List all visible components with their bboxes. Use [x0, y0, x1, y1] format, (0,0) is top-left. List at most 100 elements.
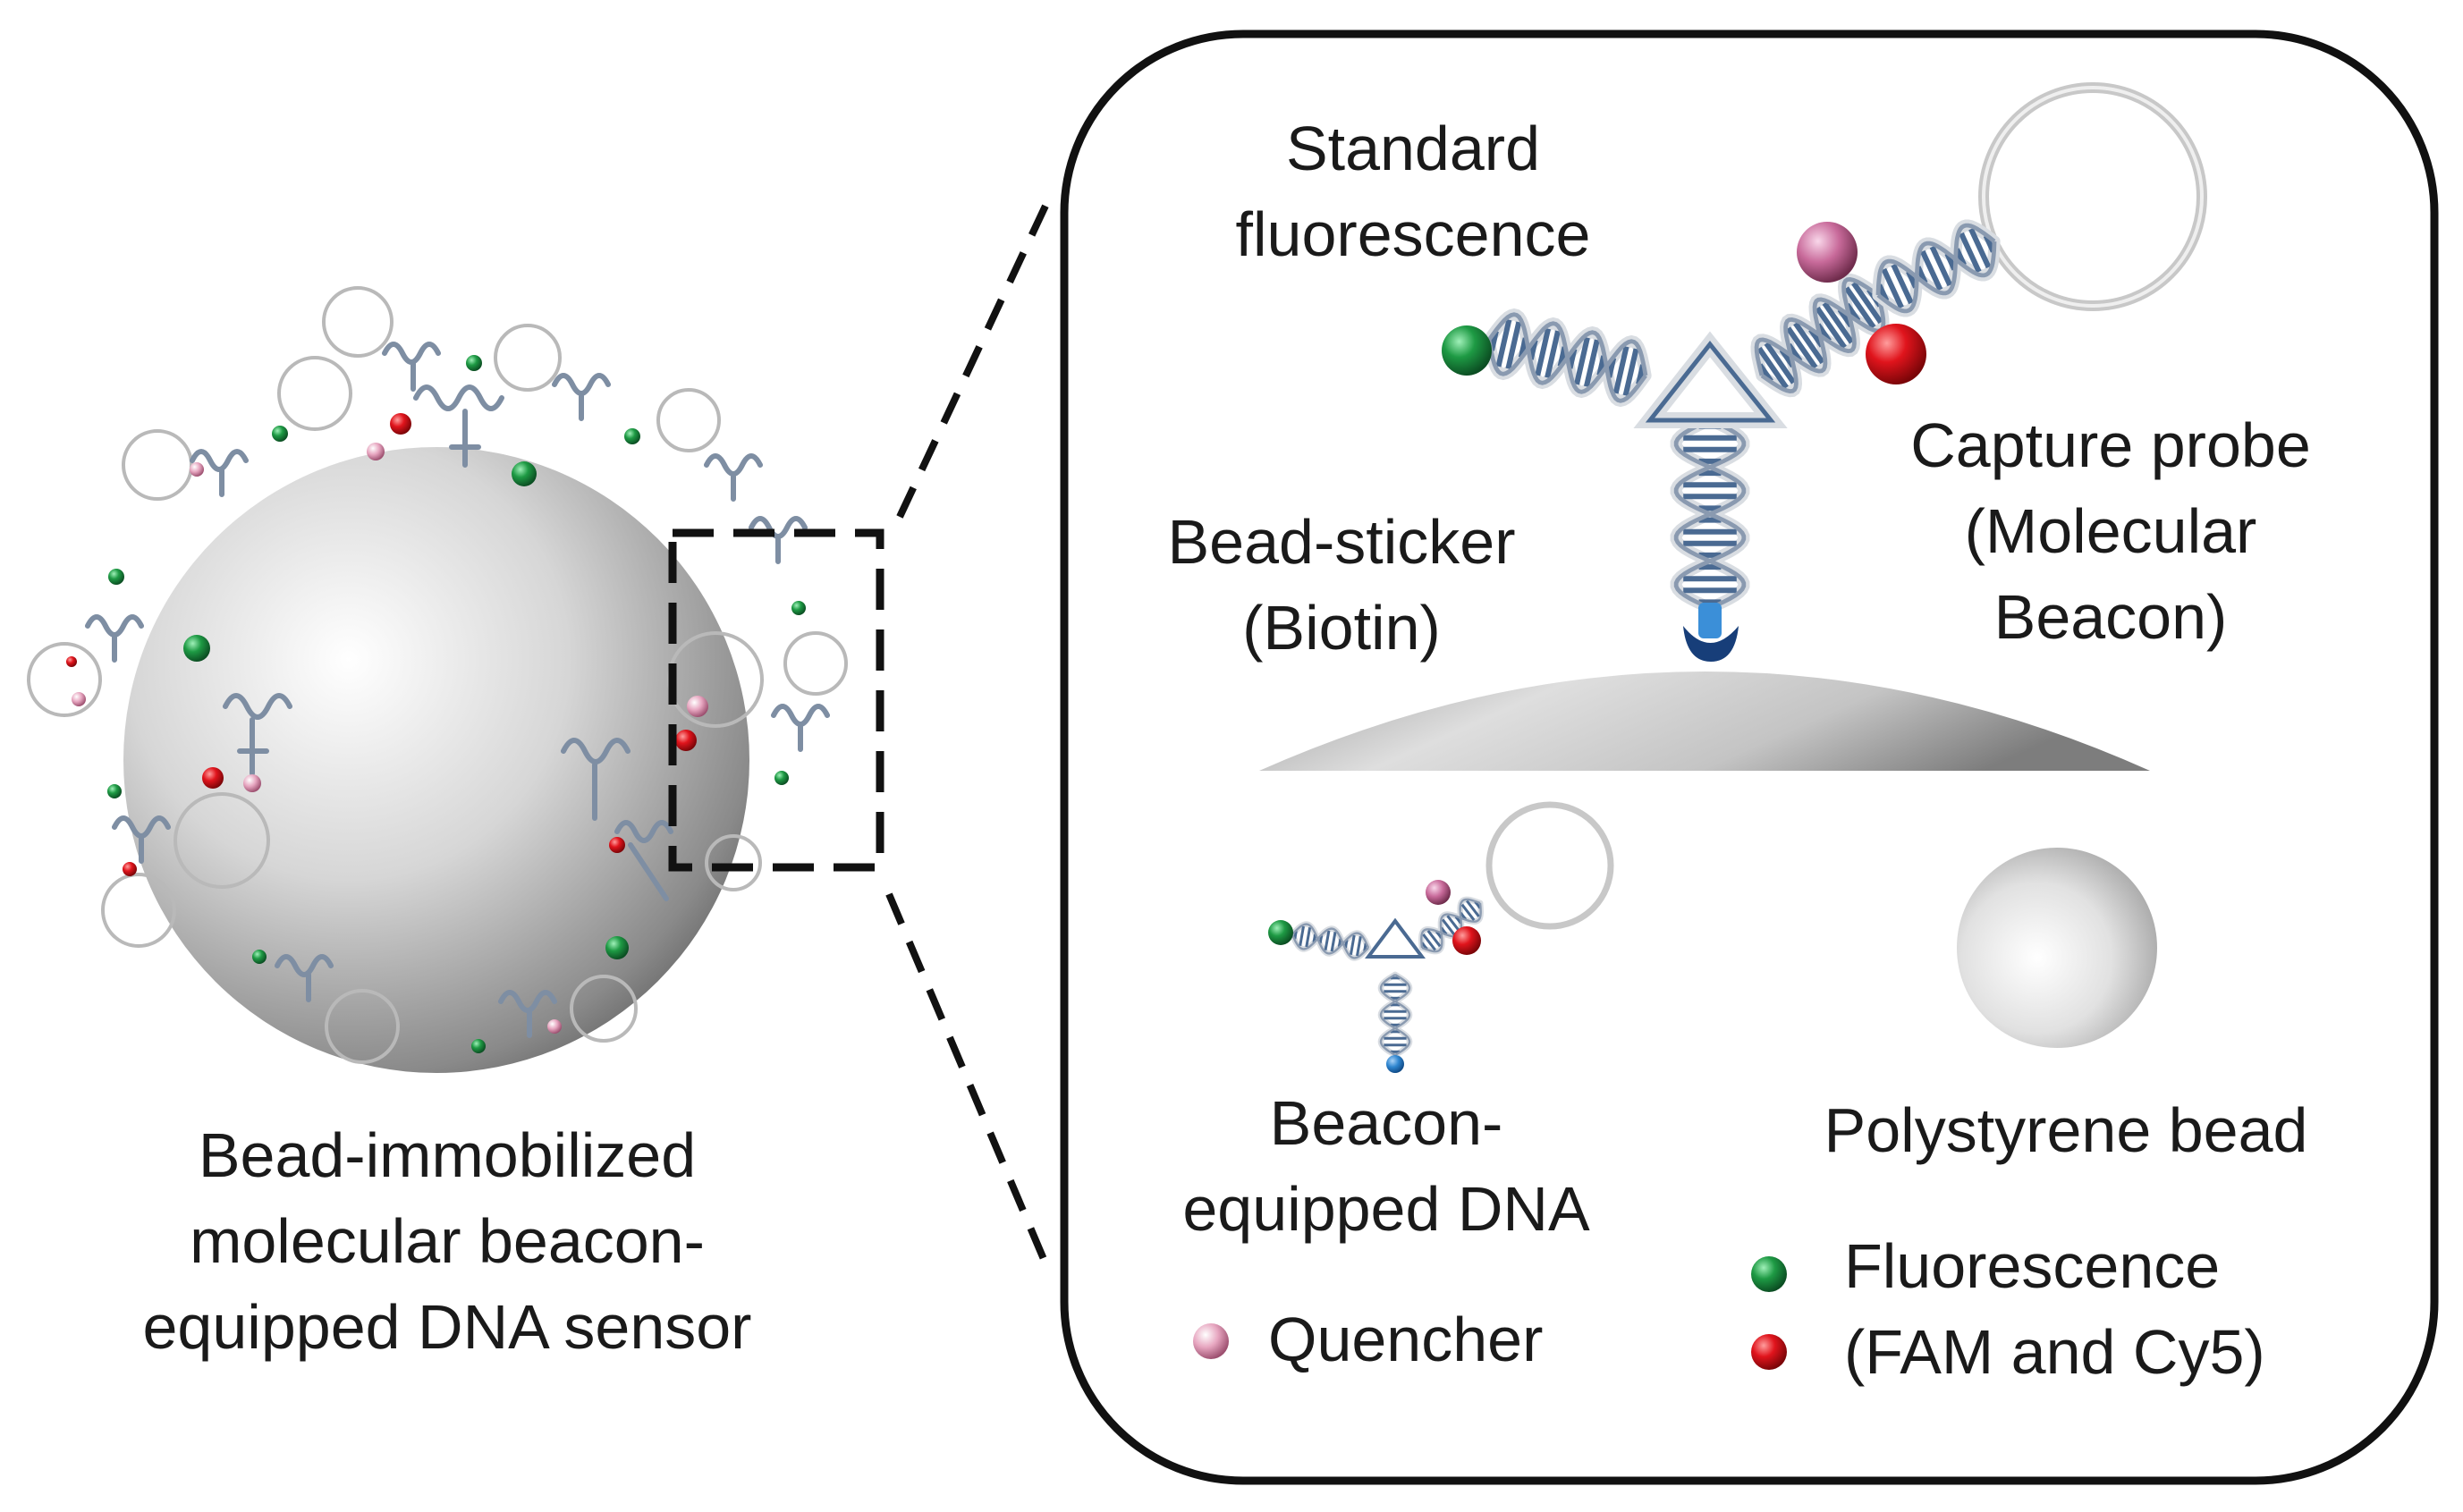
- bead-sticker-label: Bead-sticker (Biotin): [1109, 499, 1574, 671]
- dna-base-pair: [1622, 348, 1639, 396]
- dna-base-pair: [1460, 903, 1476, 922]
- legend-beacon-quencher: [1426, 880, 1451, 905]
- capture-probe-line-2: (Molecular: [1964, 496, 2257, 566]
- dna-base-pair: [1851, 281, 1883, 325]
- legend-beacon-fam: [1268, 920, 1293, 945]
- capture-probe-label: Capture probe (Molecular Beacon): [1860, 402, 2361, 660]
- capture-probe-line-3: Beacon): [1993, 582, 2228, 652]
- dna-base-pair: [1318, 934, 1324, 944]
- dna-base-pair: [1919, 249, 1943, 291]
- dna-base-pair: [1474, 900, 1482, 909]
- bead-surface-closeup: [1259, 672, 2150, 771]
- dna-base-pair: [1574, 337, 1590, 385]
- dna-base-pair: [1343, 939, 1349, 949]
- dna-base-pair: [1495, 319, 1512, 367]
- polystyrene-bead-label: Polystyrene bead: [1824, 1095, 2308, 1165]
- dna-base-pair: [1324, 930, 1331, 950]
- dna-base-pair: [1505, 321, 1522, 369]
- dna-base-pair: [1460, 912, 1467, 921]
- dna-base-pair: [1815, 306, 1847, 350]
- dna-base-pair: [1312, 933, 1317, 943]
- beacon-dna-line-1: Beacon-: [1269, 1088, 1503, 1158]
- legend-beacon-biotin: [1386, 1055, 1404, 1073]
- dna-base-pair: [1426, 929, 1442, 948]
- quencher-closeup: [1797, 222, 1858, 283]
- dna-backbone-outline: [1291, 923, 1370, 955]
- dna-base-pair: [1756, 346, 1789, 390]
- bead-surface-labels: [66, 355, 806, 1053]
- dna-base-pair: [1420, 942, 1428, 950]
- quencher-legend-dot: [1193, 1323, 1229, 1359]
- legend-beacon-loop: [1485, 801, 1614, 930]
- three-way-junction-outline: [1645, 340, 1776, 423]
- dna-base-pair: [1793, 321, 1825, 365]
- dna-backbone-outline: [1291, 927, 1369, 959]
- dna-base-pair: [1356, 936, 1362, 957]
- dna-backbone-outline: [1875, 223, 1996, 296]
- dna-base-pair: [1786, 326, 1818, 369]
- standard-fluorescence-line-2: fluorescence: [1235, 199, 1591, 269]
- fluorescence-label: Fluorescence (FAM and Cy5): [1844, 1223, 2399, 1395]
- dna-backbone-outline: [1379, 973, 1411, 1057]
- dna-base-pair: [1881, 267, 1904, 309]
- beacon-dna-label: Beacon- equipped DNA: [1136, 1080, 1637, 1252]
- dna-base-pair: [1612, 346, 1629, 394]
- fluorophore-cy5-closeup: [1866, 324, 1926, 384]
- bead-sticker-line-2: (Biotin): [1242, 593, 1441, 663]
- beacon-dna-closeup: [1483, 219, 2001, 614]
- zoom-connector-bottom: [885, 892, 1052, 1271]
- dna-base-pair: [1299, 925, 1305, 946]
- dna-base-pair: [1363, 942, 1367, 952]
- dna-base-pair: [1959, 232, 1982, 274]
- dna-base-pair: [1891, 263, 1914, 305]
- left-caption-line-1: Bead-immobilized: [198, 1120, 697, 1190]
- fluorophore-fam-closeup: [1442, 325, 1492, 376]
- fluorescence-line-1: Fluorescence: [1844, 1231, 2221, 1301]
- dna-base-pair: [1968, 227, 1992, 269]
- fluorescence-legend-dot-green: [1751, 1256, 1787, 1292]
- dna-backbone-outline: [1379, 973, 1411, 1057]
- bead-surface-dna: [85, 342, 830, 1038]
- zoom-selection-box: [668, 528, 884, 872]
- dna-base-pair: [1583, 339, 1600, 387]
- dna-base-pair: [1337, 938, 1342, 948]
- zoom-connector-top: [896, 202, 1050, 519]
- dna-backbone-outline: [1754, 294, 1886, 376]
- dna-base-pair: [1929, 245, 1953, 287]
- left-caption: Bead-immobilized molecular beacon- equip…: [125, 1112, 769, 1370]
- dna-base-pair: [1545, 330, 1561, 378]
- capture-probe-line-1: Capture probe: [1910, 410, 2311, 480]
- standard-fluorescence-line-1: Standard: [1285, 114, 1541, 183]
- dna-backbone-outline: [1487, 312, 1647, 403]
- dna-base-pair: [1446, 915, 1461, 933]
- dna-base-pair: [1305, 927, 1312, 948]
- sensor-bead: [123, 447, 749, 1073]
- dna-backbone-outline: [1421, 902, 1482, 953]
- dna-base-pair: [1422, 933, 1436, 951]
- dna-base-pair: [1454, 916, 1462, 925]
- bead-surface-probes: [27, 286, 848, 1064]
- dna-base-pair: [1822, 301, 1854, 344]
- three-way-junction-small: [1365, 917, 1426, 959]
- left-caption-line-3: equipped DNA sensor: [142, 1292, 752, 1362]
- bead-sticker-line-1: Bead-sticker: [1167, 507, 1516, 577]
- biotin-sticker: [1683, 626, 1739, 662]
- fluorescence-line-2: (FAM and Cy5): [1844, 1317, 2265, 1387]
- dna-base-pair: [1466, 900, 1480, 917]
- dna-backbone-outline: [1876, 241, 1997, 314]
- dna-base-pair: [1441, 918, 1456, 936]
- dna-base-pair: [1764, 342, 1796, 384]
- dna-backbone-outline: [1673, 418, 1747, 611]
- biotin-linker: [1698, 603, 1722, 638]
- standard-fluorescence-label: Standard fluorescence: [1163, 106, 1663, 277]
- dna-base-pair: [1435, 930, 1443, 939]
- left-caption-line-2: molecular beacon-: [190, 1206, 705, 1276]
- dna-base-pair: [1330, 932, 1337, 952]
- polystyrene-bead-icon: [1957, 848, 2157, 1048]
- beacon-dna-line-2: equipped DNA: [1182, 1174, 1590, 1244]
- dna-base-pair: [1293, 930, 1298, 940]
- dna-base-pair: [1440, 926, 1448, 935]
- quencher-label: Quencher: [1268, 1305, 1544, 1374]
